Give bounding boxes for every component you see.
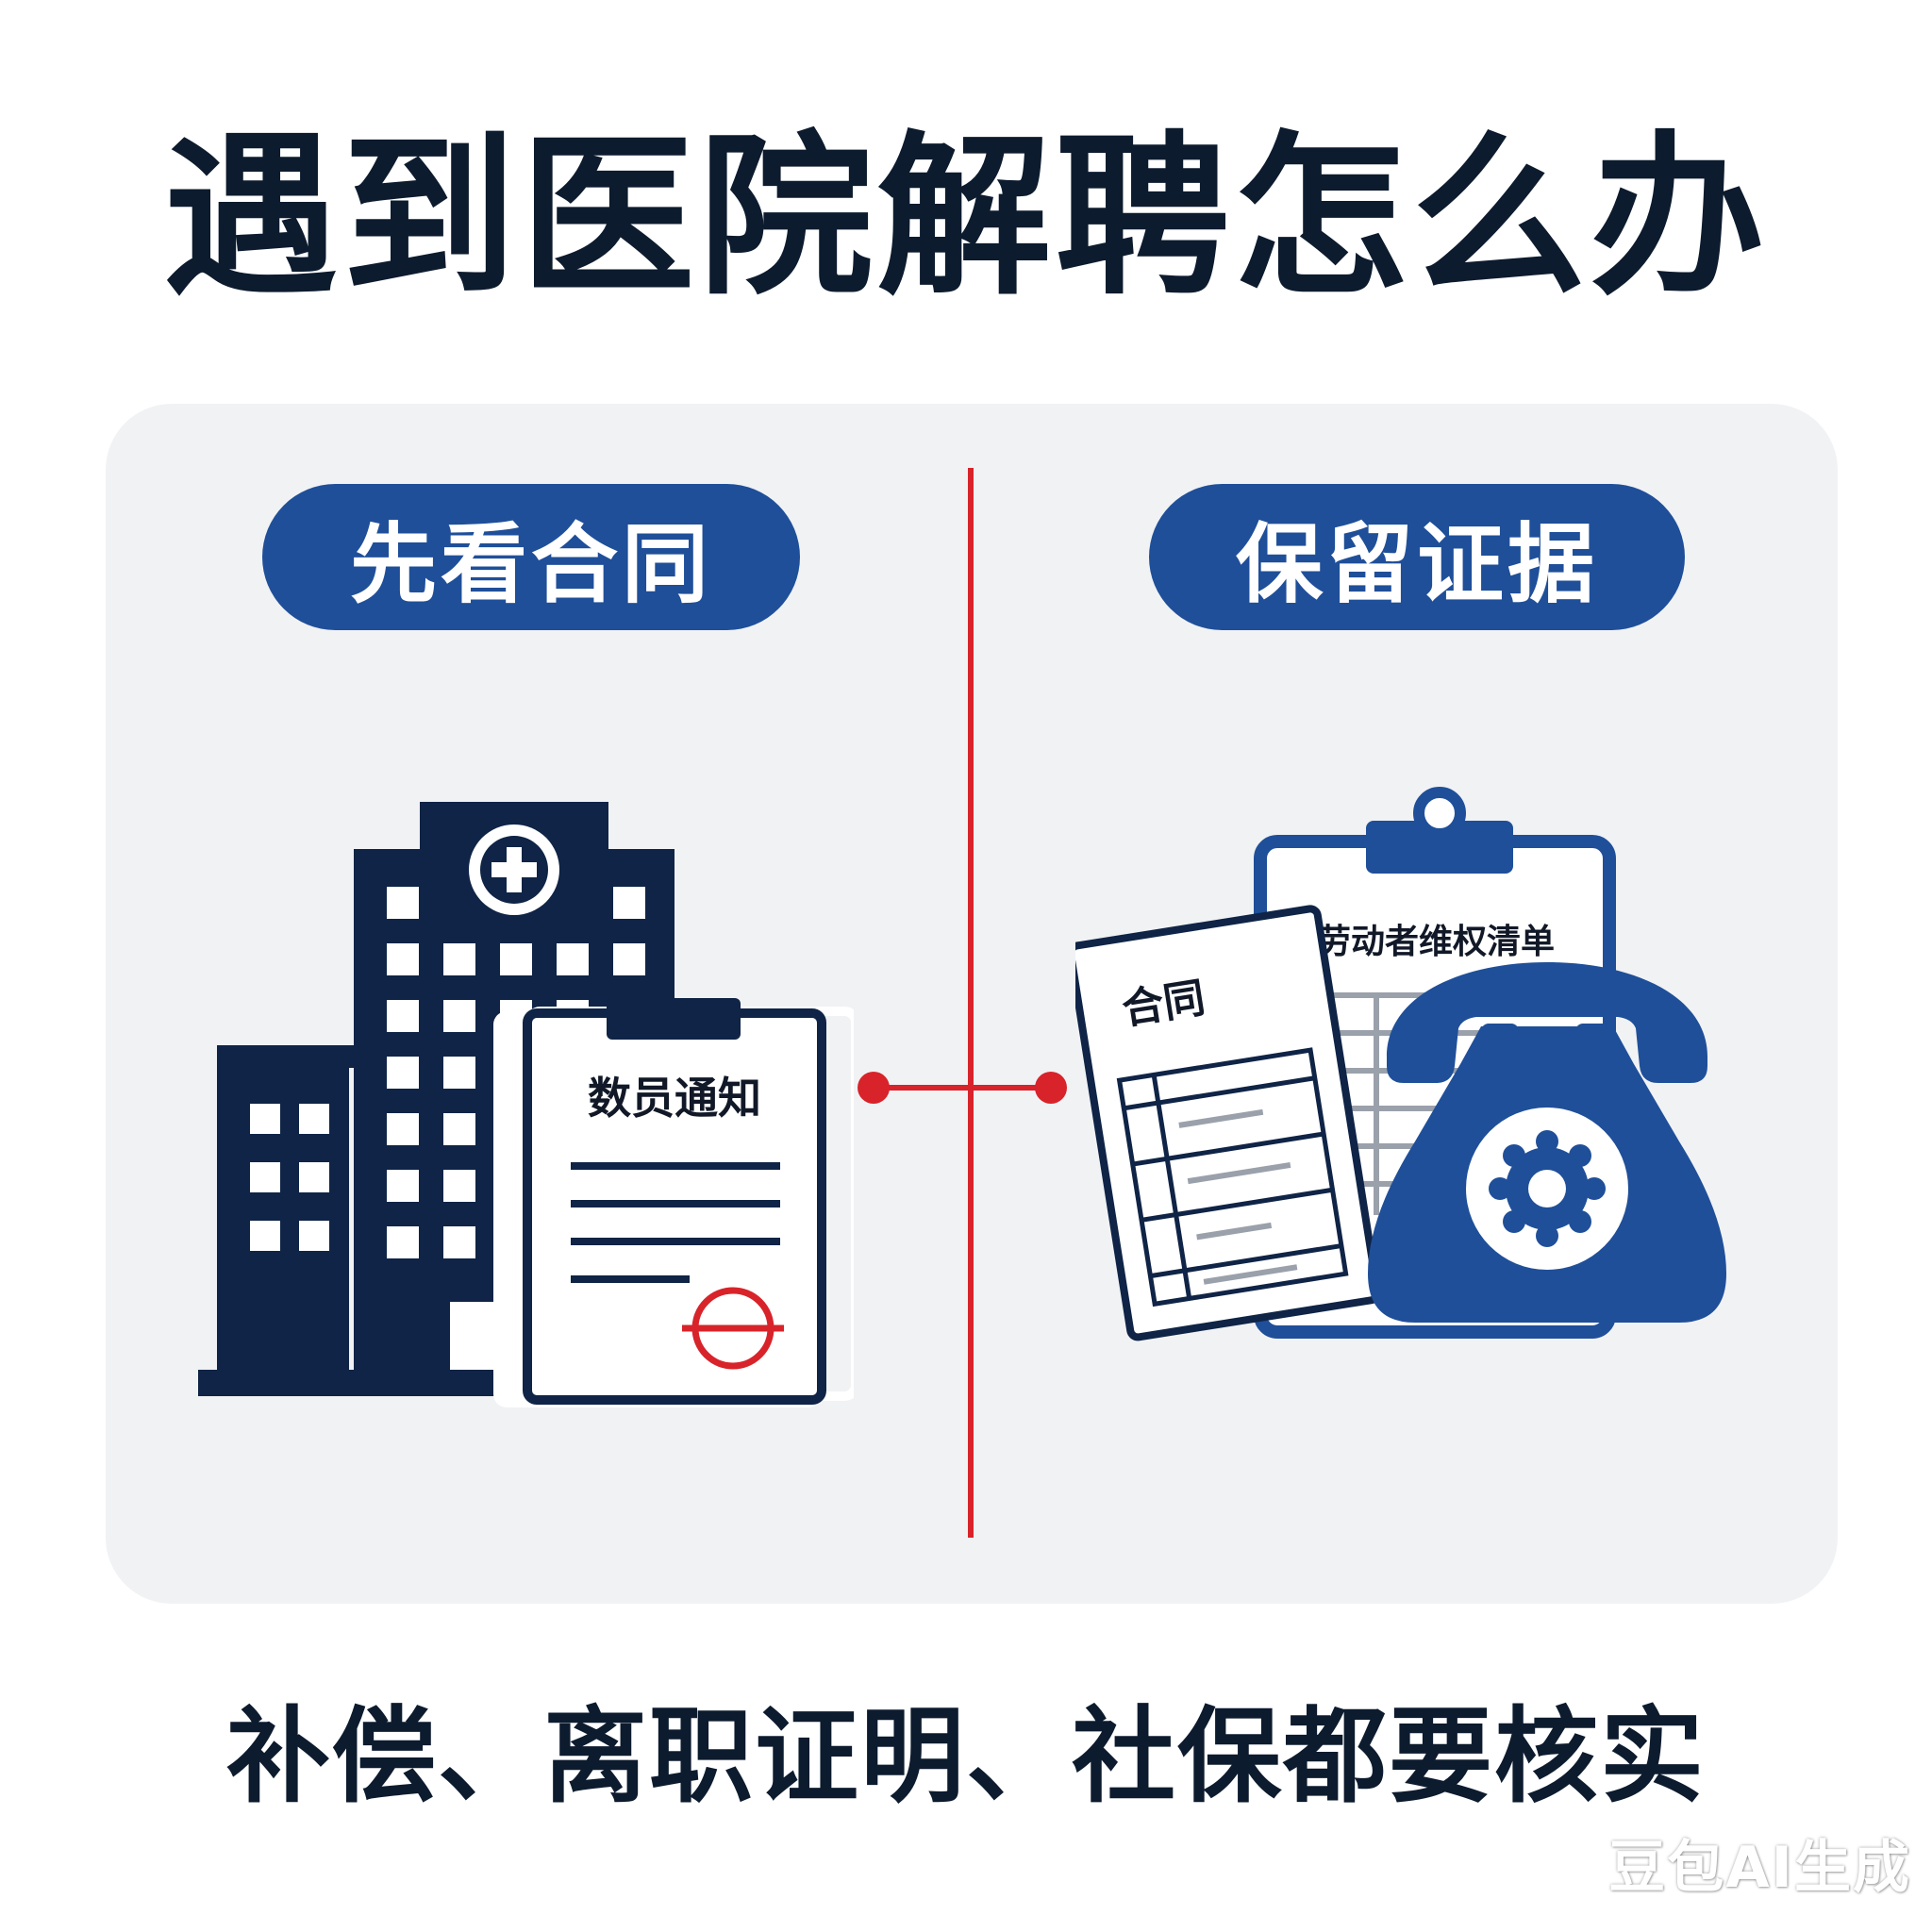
connector-line — [858, 1072, 1067, 1104]
watermark: 豆包AI生成 — [1608, 1835, 1911, 1901]
pill-keep-evidence-label: 保留证据 — [1235, 514, 1598, 615]
notice-label: 数员通知 — [588, 1073, 761, 1124]
center-divider — [968, 468, 974, 1538]
connector-dot-right — [1035, 1072, 1067, 1104]
rotary-dial-icon — [1466, 1108, 1628, 1270]
hospital-notice-illustration: 数员通知 — [198, 802, 854, 1407]
footer-text: 补偿、离职证明、社保都要核实 — [226, 1696, 1706, 1817]
pill-check-contract: 先看合同 — [262, 484, 800, 630]
notice-document-icon — [493, 998, 854, 1407]
red-seal-icon — [682, 1287, 784, 1370]
pill-keep-evidence: 保留证据 — [1149, 484, 1685, 630]
hospital-cross-icon — [469, 824, 559, 915]
connector-dot-left — [858, 1072, 890, 1104]
page-title: 遇到医院解聘怎么办 — [163, 115, 1769, 319]
evidence-illustration: 劳动者维权清单 合同 — [1075, 787, 1726, 1341]
contract-document-icon: 合同 — [1075, 905, 1382, 1341]
checklist-label: 劳动者维权清单 — [1317, 923, 1555, 961]
pill-check-contract-label: 先看合同 — [349, 514, 712, 615]
